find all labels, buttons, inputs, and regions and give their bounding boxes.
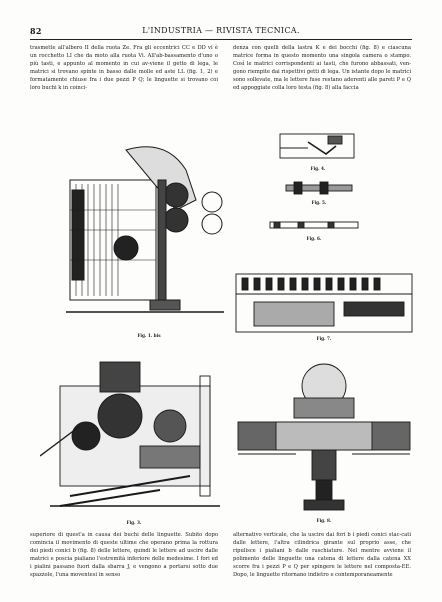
caption-fig-8: Fig. 8. <box>316 518 332 523</box>
caption-fig-5: Fig. 5. <box>311 200 327 205</box>
figure-5: Fig. 5. <box>284 180 354 205</box>
caption-fig-4: Fig. 4. <box>310 166 326 171</box>
body-text-left-bottom: superiore di quest'a in causa dei buchi … <box>30 532 218 579</box>
figure-8: Fig. 8. <box>236 358 412 523</box>
header-rule <box>30 39 412 40</box>
body-text-right-top: denza con quelli della lastra K e dei bo… <box>233 45 411 92</box>
body-text-right-bottom: alternativo verticale, che la uscire dai… <box>233 532 411 579</box>
figure-6: Fig. 6. <box>268 218 360 241</box>
caption-fig-6: Fig. 6. <box>306 236 322 241</box>
caption-fig-7: Fig. 7. <box>316 336 332 341</box>
caption-fig-3: Fig. 3. <box>126 520 142 525</box>
figure-3: Fig. 3. <box>40 356 228 525</box>
journal-title: L'INDUSTRIA — RIVISTA TECNICA. <box>142 26 300 35</box>
figure-7: Fig. 7. <box>234 272 414 341</box>
caption-fig-1: Fig. 1. bis <box>137 333 161 338</box>
figure-1-bis: Fig. 1. bis <box>66 140 224 338</box>
running-head: 82 L'INDUSTRIA — RIVISTA TECNICA. <box>30 26 412 38</box>
body-text-left-top: trasmette all'albero II della ruota Ze. … <box>30 45 218 92</box>
page-number: 82 <box>30 26 42 36</box>
figure-4: Fig. 4. <box>278 128 358 171</box>
